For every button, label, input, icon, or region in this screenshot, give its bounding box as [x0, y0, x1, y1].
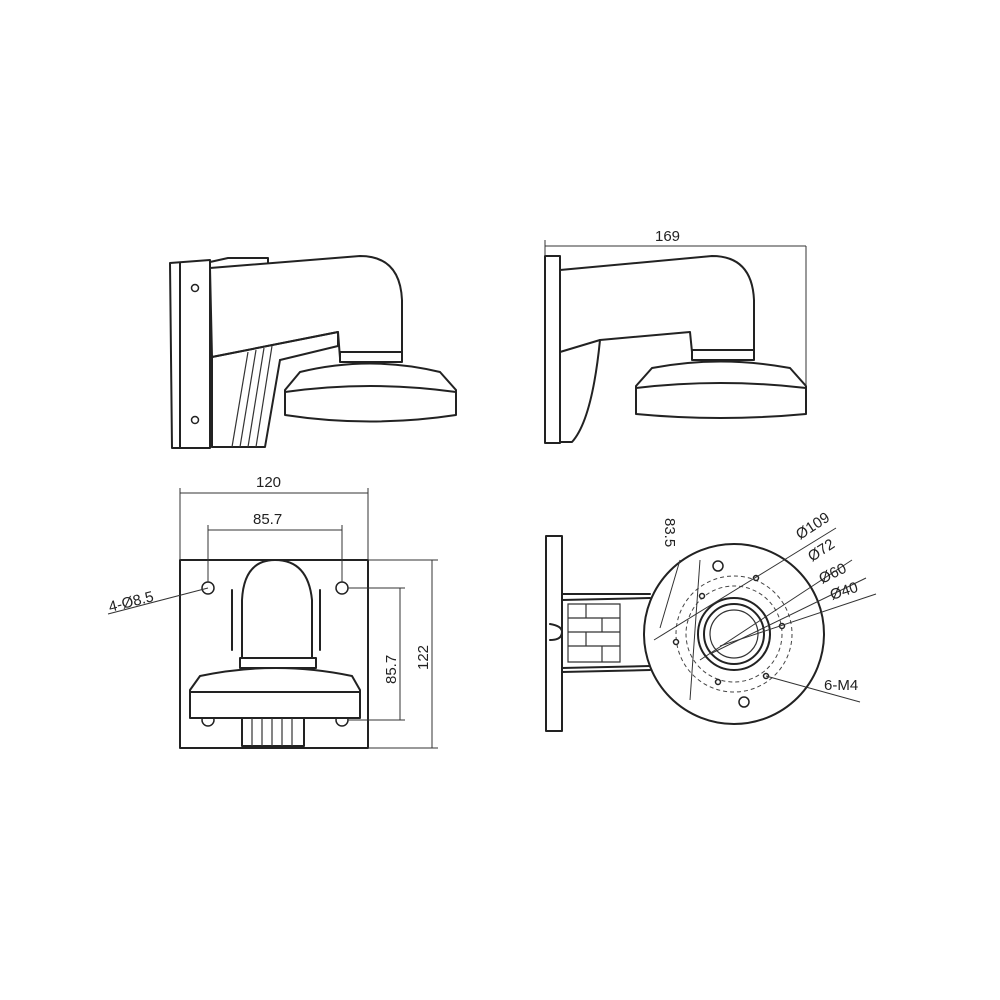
isometric-view [169, 255, 457, 449]
dim-169-label: 169 [655, 228, 680, 245]
holes-4-d8-5-label: 4-Ø8.5 [107, 588, 156, 616]
screws-6-m4-label: 6-M4 [824, 677, 858, 694]
front-view: 120 85.7 85.7 122 4-Ø8.5 [107, 474, 438, 749]
dim-85-7-horizontal-label: 85.7 [253, 511, 282, 528]
dim-85-7-vertical-label: 85.7 [383, 655, 400, 684]
top-view: 83.5 Ø109 Ø72 Ø60 Ø40 6-M4 [545, 509, 877, 732]
diameter-72-label: Ø72 [805, 536, 838, 566]
side-view: 169 [544, 228, 807, 444]
dim-83-5-label: 83.5 [661, 518, 678, 547]
dim-122-label: 122 [415, 645, 432, 670]
dim-120-label: 120 [256, 474, 281, 491]
